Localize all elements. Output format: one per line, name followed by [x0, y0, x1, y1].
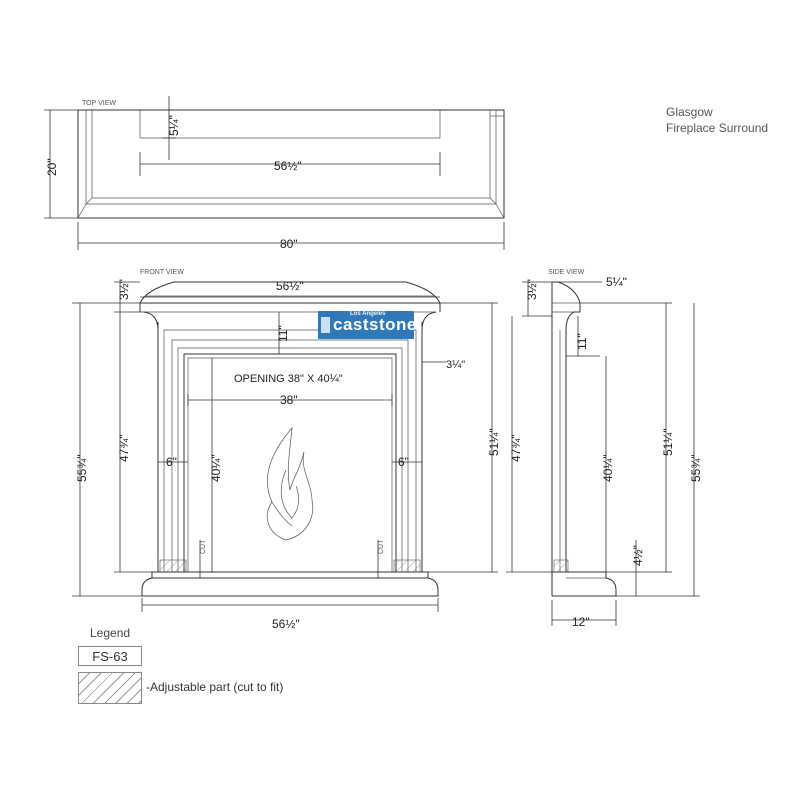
side-depth-dim: 12" [572, 615, 590, 629]
side-shelf-height-dim: 3½" [525, 279, 539, 300]
front-shelf-height-dim: 3½" [117, 279, 131, 300]
side-base-dim: 4½" [631, 545, 645, 566]
opening-width-dim: 38" [280, 393, 298, 407]
top-width-dim: 80" [280, 237, 298, 251]
opening-label: OPENING 38" X 40¼" [234, 373, 343, 385]
side-header-dim: 11" [575, 333, 589, 350]
side-shelf-depth-dim: 5¼" [606, 275, 627, 289]
right-outer-height-dim: 51¼" [487, 428, 501, 456]
cut-marker-left: CUT [200, 539, 207, 554]
side-51-dim: 51¼" [661, 428, 675, 456]
front-top-width-dim: 56½" [276, 279, 304, 293]
legend-title: Legend [90, 626, 131, 640]
side-overall-dim: 55¾" [689, 454, 703, 482]
front-reveal-dim: 3¼" [446, 359, 465, 371]
title-line-2: Fireplace Surround [666, 121, 769, 135]
top-view-label: TOP VIEW [82, 100, 116, 107]
title-line-1: Glasgow [666, 105, 713, 119]
side-view-label: SIDE VIEW [548, 269, 585, 276]
leg-width-right-dim: 6" [398, 455, 409, 469]
side-leg-height-dim: 47¾" [509, 434, 523, 462]
side-view [506, 281, 700, 626]
front-header-dim: 11" [276, 325, 290, 342]
caststone-logo [318, 311, 414, 339]
drawing-title: Glasgow Fireplace Surround [666, 104, 768, 136]
cut-marker-right: CUT [378, 539, 385, 554]
overall-height-dim: 55¾" [75, 454, 89, 482]
legend-code: FS-63 [78, 646, 142, 666]
logo-big-text: caststone [333, 315, 417, 334]
logo-mark-icon [321, 317, 330, 333]
opening-height-dim: 40¼" [209, 454, 223, 482]
top-depth-dim: 20" [45, 158, 59, 176]
top-view [44, 96, 505, 250]
front-view-label: FRONT VIEW [140, 269, 184, 276]
front-bottom-width-dim: 56½" [272, 617, 300, 631]
leg-width-left-dim: 6" [166, 455, 177, 469]
logo-small-text: Los Angeles [350, 311, 386, 317]
side-opening-height-dim: 40¼" [601, 454, 615, 482]
front-view [72, 281, 498, 612]
top-inset-dim: 5¼" [167, 115, 181, 136]
legend-swatch-label: -Adjustable part (cut to fit) [146, 680, 284, 694]
leg-height-dim: 47¾" [117, 434, 131, 462]
adjustable-part-swatch [78, 672, 142, 704]
top-mantel-width-dim: 56½" [274, 159, 302, 173]
